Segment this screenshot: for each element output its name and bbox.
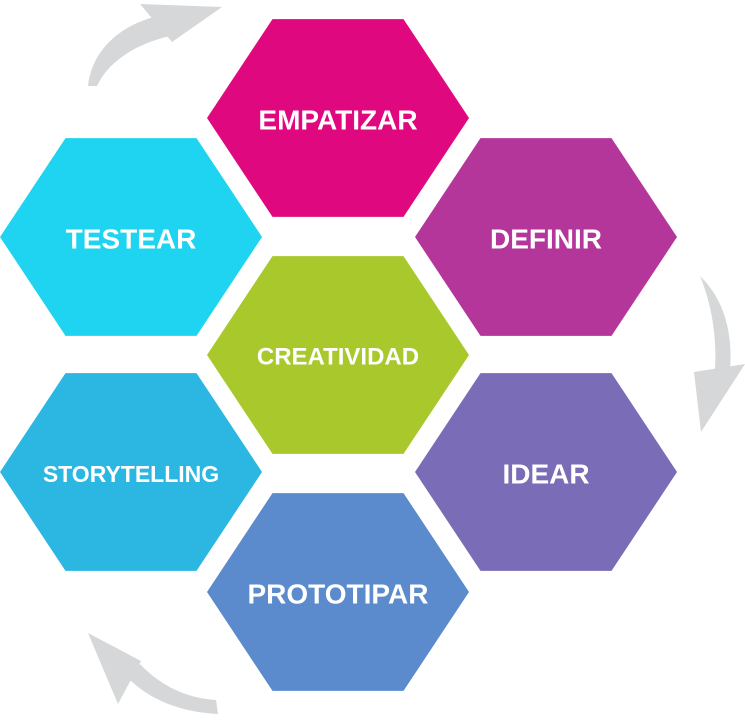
hexagon-shape (207, 493, 469, 691)
hexagon-label-empatizar: EMPATIZAR (258, 105, 417, 136)
hexagon-prototipar: PROTOTIPAR (207, 493, 469, 691)
hexagon-shape (415, 138, 677, 336)
hexagon-empatizar: EMPATIZAR (207, 19, 469, 217)
hexagon-shape (415, 373, 677, 571)
hexagon-label-storytelling: STORYTELLING (43, 461, 219, 487)
hexagon-shape (207, 256, 469, 454)
hexagon-creatividad: CREATIVIDAD (207, 256, 469, 454)
hexagon-definir: DEFINIR (415, 138, 677, 336)
cycle-arrow-right (694, 276, 745, 432)
hexagon-label-definir: DEFINIR (490, 224, 602, 255)
hexagon-label-testear: TESTEAR (66, 224, 197, 255)
cycle-arrow-top-left (88, 4, 222, 86)
hexagon-storytelling: STORYTELLING (0, 373, 262, 571)
hexagon-label-idear: IDEAR (502, 459, 589, 490)
hexagon-label-creatividad: CREATIVIDAD (257, 344, 419, 371)
hexagon-shape (207, 19, 469, 217)
cycle-arrow-bottom-left (88, 633, 218, 714)
hexagon-testear: TESTEAR (0, 138, 262, 336)
hexagon-idear: IDEAR (415, 373, 677, 571)
hexagon-shape (0, 138, 262, 336)
hexagon-shape (0, 373, 262, 571)
hexagon-label-prototipar: PROTOTIPAR (248, 579, 429, 610)
